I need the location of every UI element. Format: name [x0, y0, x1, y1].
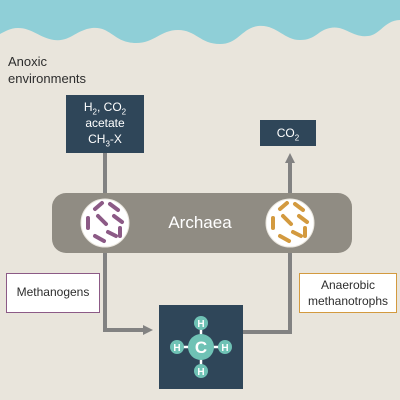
hydrogen-atom-bottom: H — [197, 367, 204, 378]
carbon-atom-label: C — [195, 338, 207, 357]
co2-product-box: CO2 — [260, 120, 316, 146]
methanotrophs-line-2: methanotrophs — [307, 294, 389, 308]
methanotroph-cell-icon — [265, 198, 315, 248]
environment-line-1: Anoxic — [8, 54, 48, 69]
environment-label: Anoxic environments — [8, 53, 86, 87]
methanotrophs-label: Anaerobic methanotrophs — [299, 273, 397, 313]
substrates-line-1: H2, CO2 — [83, 100, 127, 117]
methanotrophs-line-1: Anaerobic — [320, 278, 376, 292]
hydrogen-atom-left: H — [173, 343, 180, 354]
water-surface — [0, 0, 400, 44]
methanogen-cell-icon — [80, 198, 130, 248]
methane-box: C H H H H — [159, 305, 243, 389]
hydrogen-atom-right: H — [221, 343, 228, 354]
hydrogen-atom-top: H — [197, 319, 204, 330]
methanogens-label: Methanogens — [6, 273, 100, 313]
environment-line-2: environments — [8, 71, 87, 86]
substrates-line-2: acetate — [85, 116, 125, 130]
archaea-label: Archaea — [168, 213, 232, 232]
methane-molecule-icon: C H H H H — [170, 316, 232, 378]
substrates-line-3: CH3-X — [88, 132, 122, 149]
substrates-box: H2, CO2 acetate CH3-X — [66, 95, 144, 153]
